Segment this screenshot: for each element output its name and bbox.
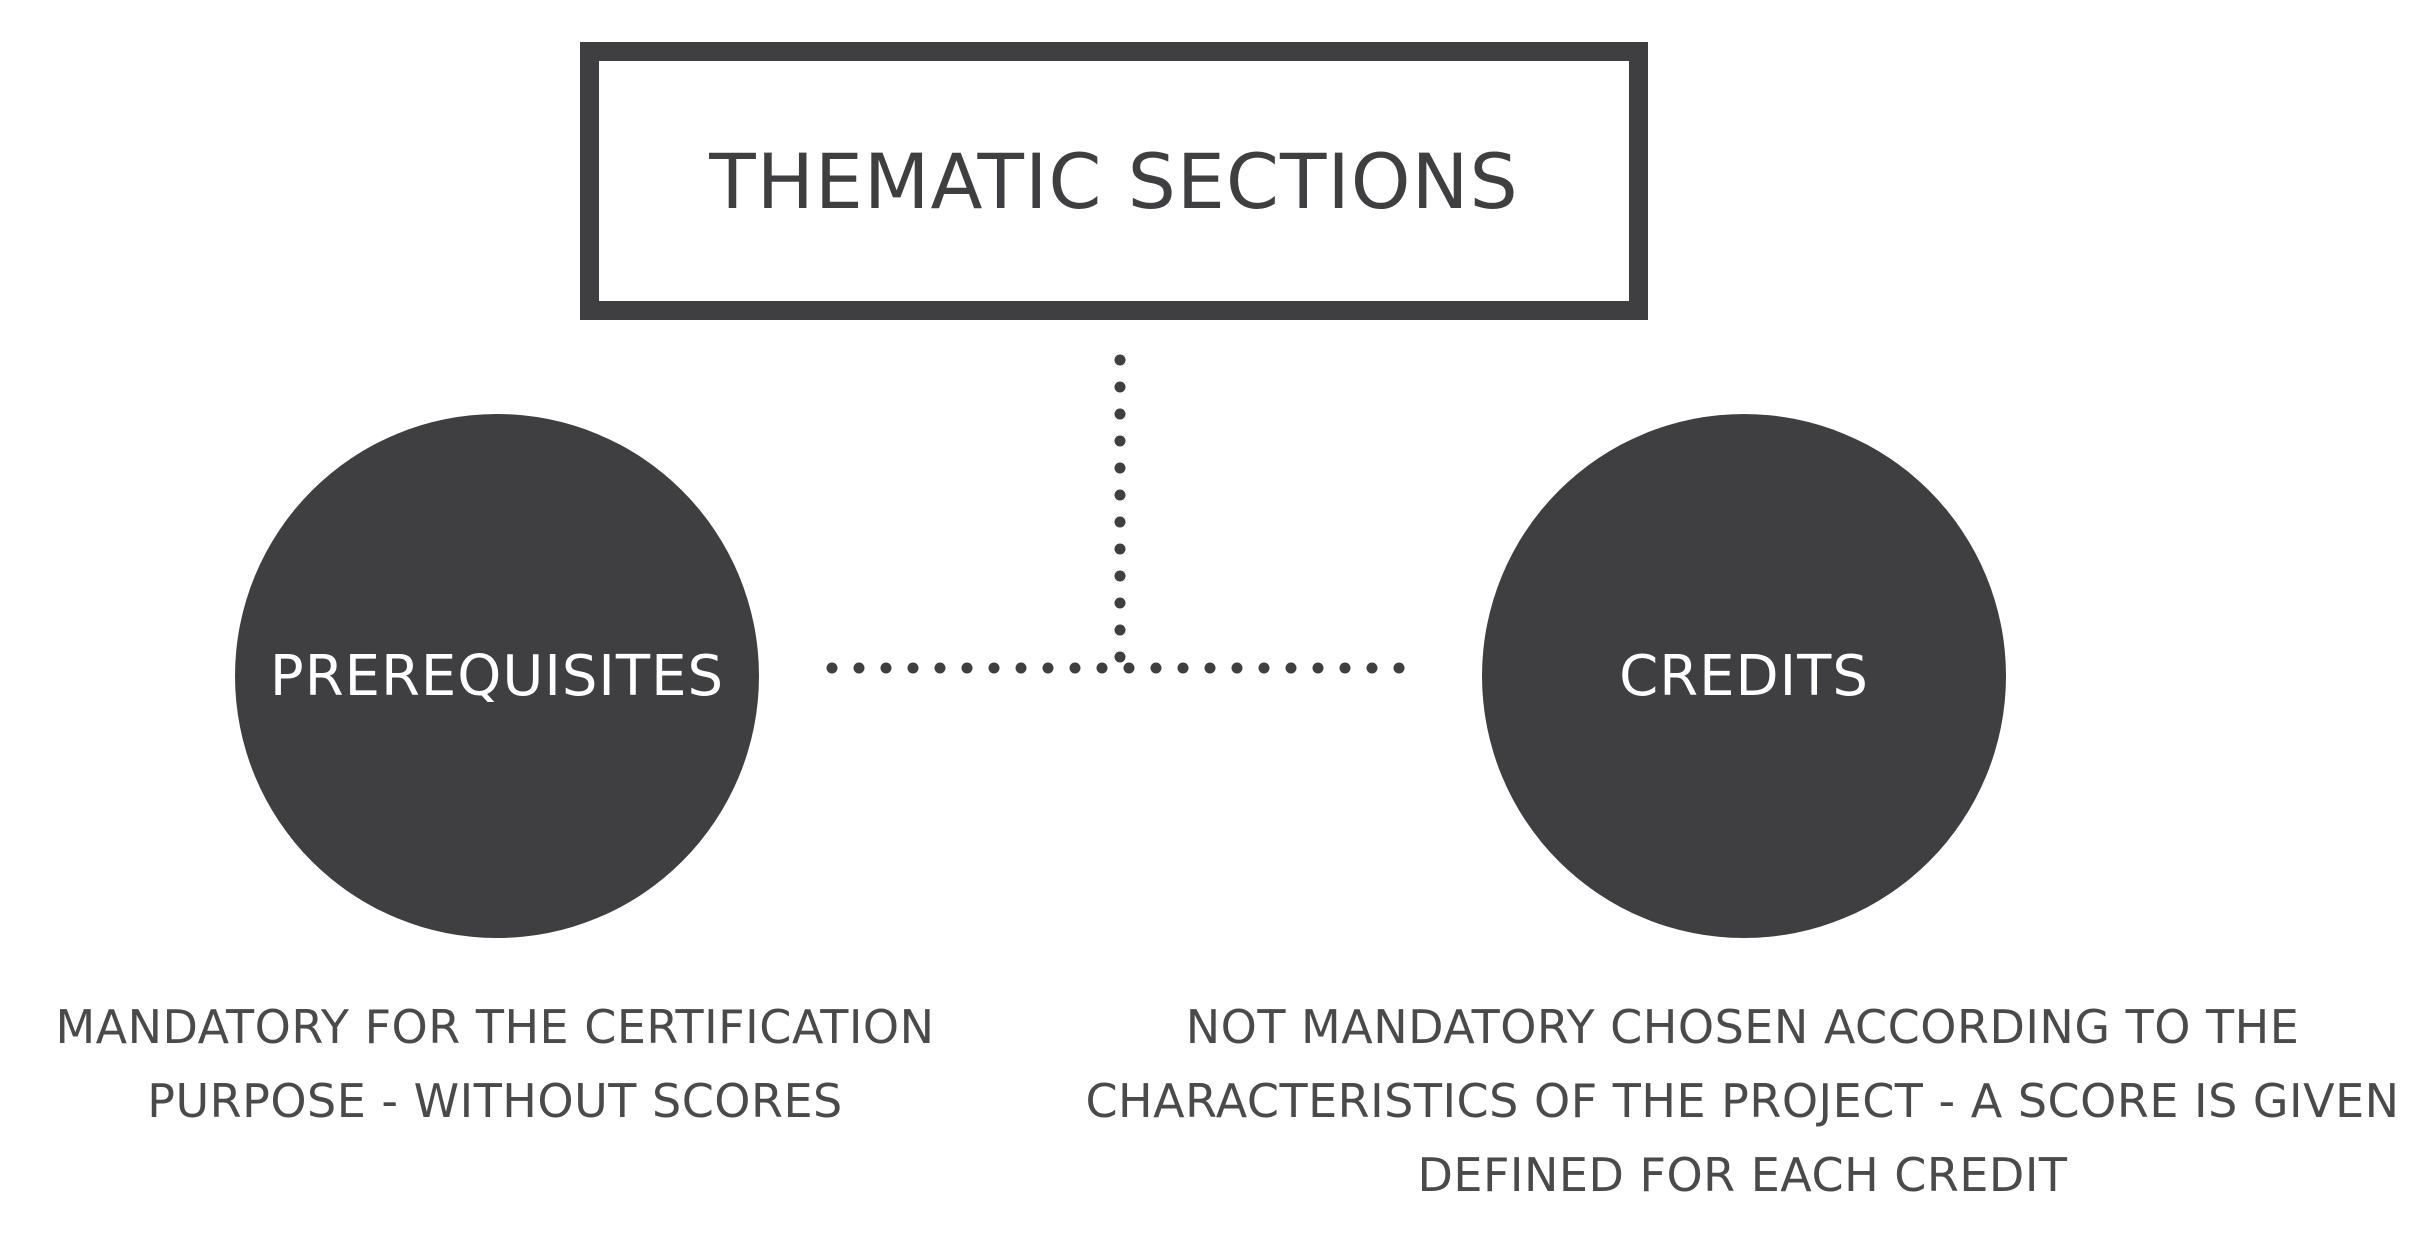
prerequisites-caption-line: PURPOSE - WITHOUT SCORES (147, 1074, 843, 1128)
thematic-sections-label: THEMATIC SECTIONS (709, 136, 1519, 226)
thematic-sections-box: THEMATIC SECTIONS (580, 42, 1648, 320)
credits-caption-line: CHARACTERISTICS OF THE PROJECT - A SCORE… (1085, 1074, 2400, 1128)
prerequisites-caption-line: MANDATORY FOR THE CERTIFICATION (55, 1000, 935, 1054)
prerequisites-label: PREREQUISITES (269, 643, 725, 709)
prerequisites-circle: PREREQUISITES (235, 414, 759, 938)
credits-caption-line: NOT MANDATORY CHOSEN ACCORDING TO THE (1185, 1000, 2300, 1054)
credits-caption: NOT MANDATORY CHOSEN ACCORDING TO THE CH… (1070, 990, 2415, 1212)
prerequisites-caption: MANDATORY FOR THE CERTIFICATION PURPOSE … (20, 990, 970, 1138)
credits-caption-line: DEFINED FOR EACH CREDIT (1417, 1148, 2068, 1202)
credits-circle: CREDITS (1482, 414, 2006, 938)
credits-label: CREDITS (1619, 643, 1869, 709)
